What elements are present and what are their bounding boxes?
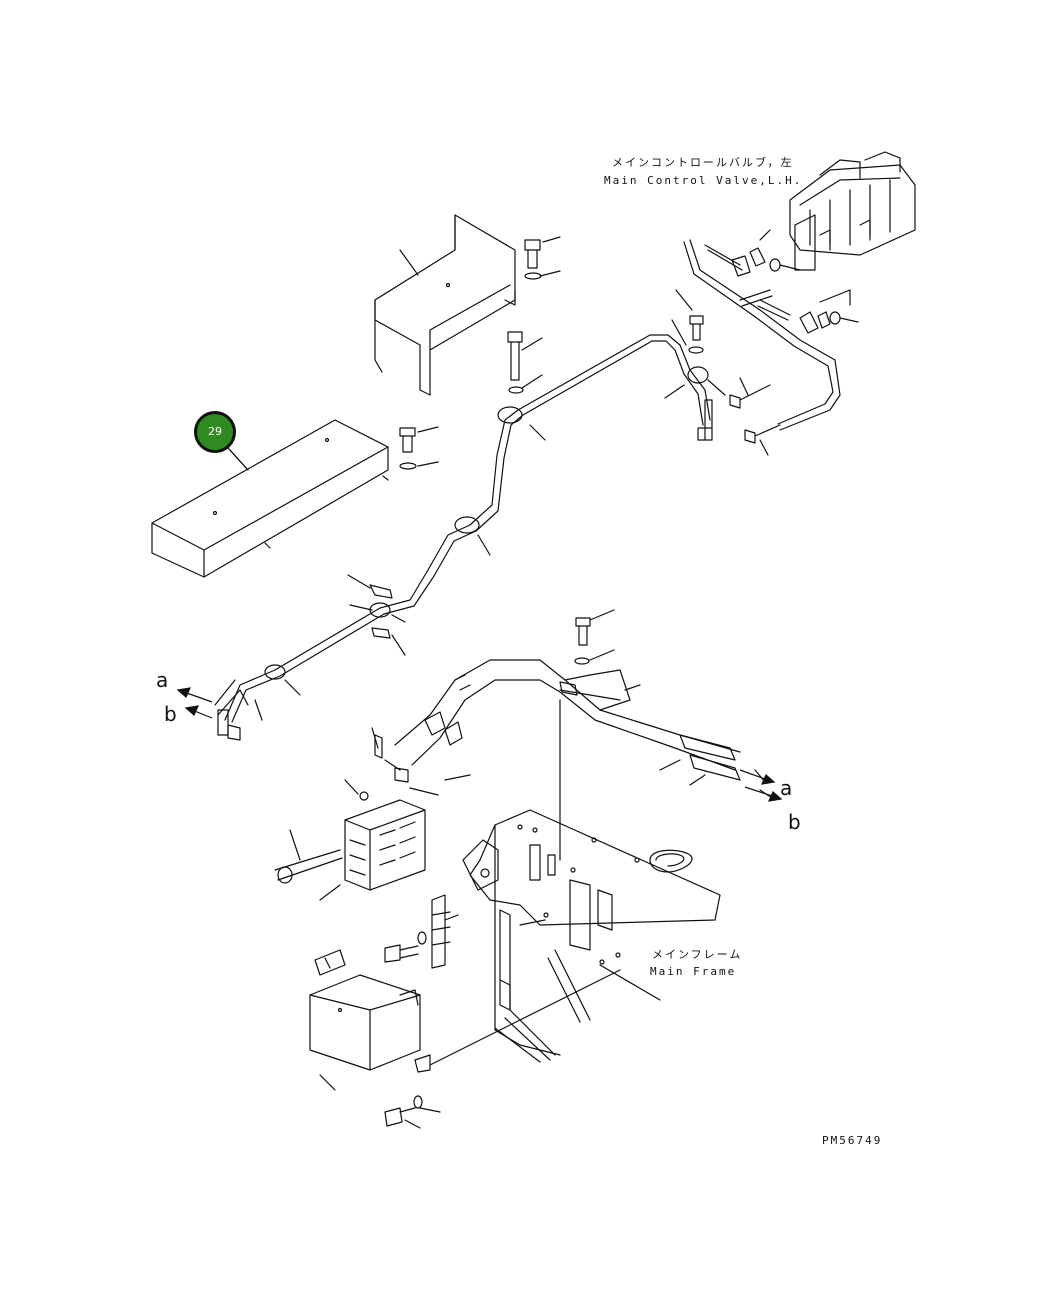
lower-box-cover — [309, 949, 621, 1129]
ref-b-right: b — [788, 810, 801, 834]
ref-b-left: b — [164, 702, 177, 726]
main-frame-label-jp: メインフレーム — [652, 948, 743, 961]
main-control-valve — [789, 151, 916, 271]
ref-a-left: a — [156, 668, 169, 692]
hydraulic-tube-line — [214, 239, 841, 723]
drawing-number: PM56749 — [822, 1134, 883, 1147]
main-valve-label-jp: メインコントロールバルブ，左 — [612, 156, 794, 169]
valve-fittings — [697, 229, 859, 456]
bolts-top — [399, 236, 704, 665]
callout-29[interactable]: 29 — [194, 411, 236, 453]
ref-a-right: a — [780, 776, 793, 800]
small-valve-block — [274, 727, 471, 901]
upper-cover-plate — [374, 214, 516, 396]
left-end-fittings — [217, 689, 249, 741]
main-frame-label-en: Main Frame — [650, 965, 737, 978]
hoses — [394, 659, 776, 801]
main-frame-outline — [462, 689, 721, 1063]
tube-clamps — [254, 366, 726, 721]
main-valve-label-en: Main Control Valve,L.H. — [604, 174, 803, 187]
clip-bracket — [384, 894, 459, 969]
callout-leader-line — [227, 447, 249, 471]
